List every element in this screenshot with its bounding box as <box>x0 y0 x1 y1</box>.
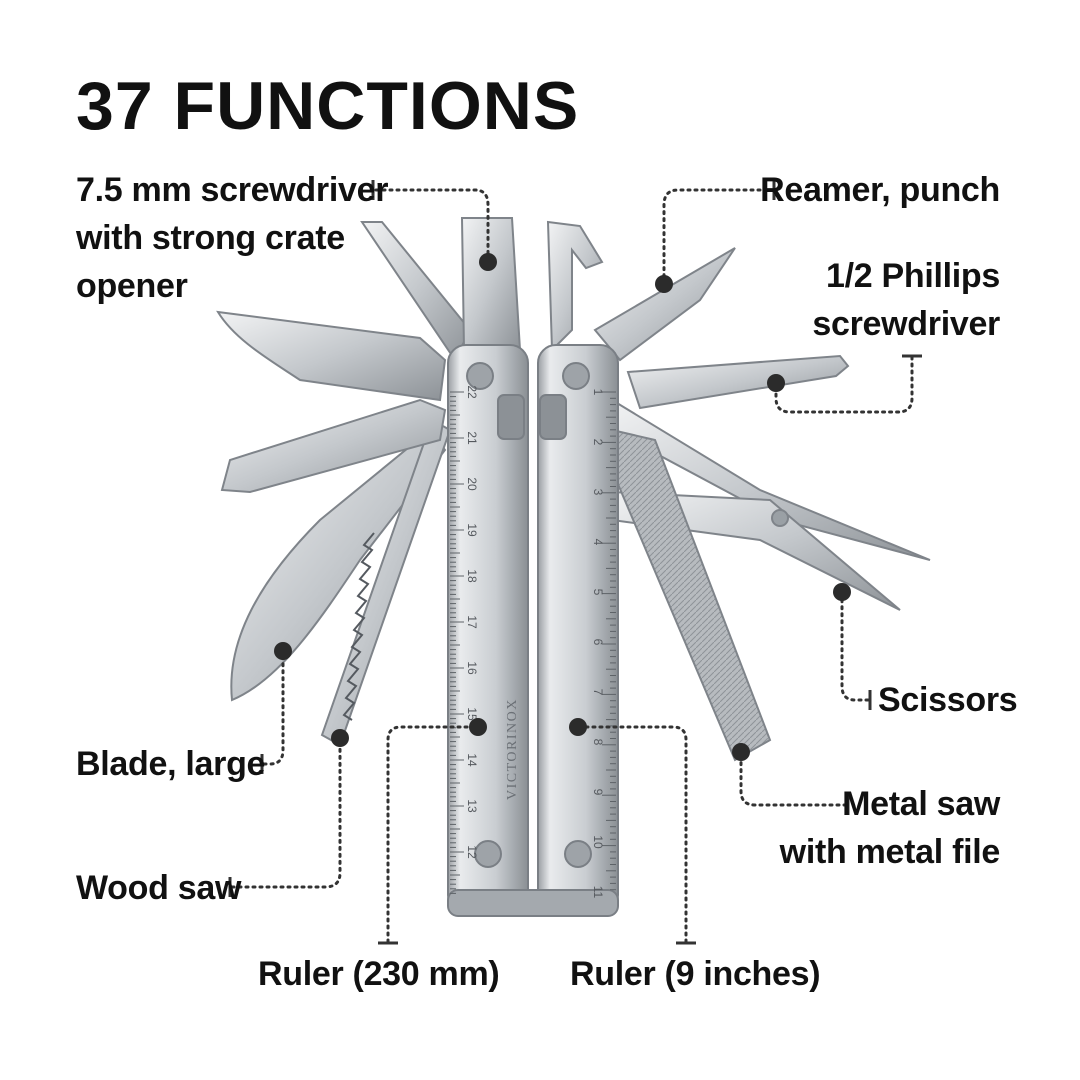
ruler-in-number: 6 <box>591 639 605 646</box>
ruler-ticks <box>450 391 616 894</box>
can-opener-tool <box>220 398 447 494</box>
ruler-in-number: 11 <box>591 886 605 899</box>
label-blade: Blade, large <box>76 745 266 783</box>
ruler-mm-number: 21 <box>465 431 479 445</box>
ruler-in-number: 7 <box>591 689 605 696</box>
phillips-screwdriver <box>626 354 850 410</box>
flat-screwdriver <box>460 217 522 351</box>
brand-text: VICTORINOX <box>505 698 520 800</box>
label-scissors: Scissors <box>878 681 1018 719</box>
label-ruler-in: Ruler (9 inches) <box>570 955 821 993</box>
handles <box>447 344 619 917</box>
ruler-mm-number: 20 <box>465 477 479 491</box>
ruler-in-numbers: 1 2 3 4 5 6 7 8 9 10 11 <box>591 389 605 899</box>
label-wood-saw: Wood saw <box>76 869 242 907</box>
ruler-mm-number: 17 <box>465 615 479 629</box>
ruler-mm-numbers: 22 21 20 19 18 17 16 15 14 13 12 <box>465 385 479 859</box>
ruler-mm-number: 12 <box>465 845 479 859</box>
ruler-in-number: 1 <box>591 389 605 396</box>
ruler-mm-number: 22 <box>465 385 479 399</box>
page-title: 37 FUNCTIONS <box>76 68 580 144</box>
label-phillips: 1/2 Phillips screwdriver <box>812 257 1000 343</box>
ruler-in-number: 2 <box>591 439 605 446</box>
ruler-in-number: 8 <box>591 739 605 746</box>
ruler-in-number: 5 <box>591 589 605 596</box>
label-ruler-mm: Ruler (230 mm) <box>258 955 500 993</box>
cap-lifter-tool <box>216 310 447 402</box>
metal-file <box>611 428 772 762</box>
label-screwdriver: 7.5 mm screwdriver with strong crate ope… <box>76 171 389 305</box>
ruler-mm-number: 19 <box>465 523 479 537</box>
tool-blades-right <box>546 220 931 762</box>
can-opener <box>546 220 604 353</box>
ruler-mm-number: 14 <box>465 753 479 767</box>
tool-blades-left <box>216 217 522 747</box>
callouts <box>228 180 922 945</box>
ruler-mm-number: 13 <box>465 799 479 813</box>
reamer <box>593 247 736 362</box>
ruler-in-number: 10 <box>591 835 605 849</box>
ruler-in-number: 4 <box>591 539 605 546</box>
ruler-mm-number: 18 <box>465 569 479 583</box>
label-metal-saw: Metal saw with metal file <box>779 785 1001 871</box>
ruler-mm-number: 15 <box>465 707 479 721</box>
label-reamer: Reamer, punch <box>760 171 1000 209</box>
ruler-in-number: 3 <box>591 489 605 496</box>
ruler-in-number: 9 <box>591 789 605 796</box>
ruler-mm-number: 16 <box>465 661 479 675</box>
